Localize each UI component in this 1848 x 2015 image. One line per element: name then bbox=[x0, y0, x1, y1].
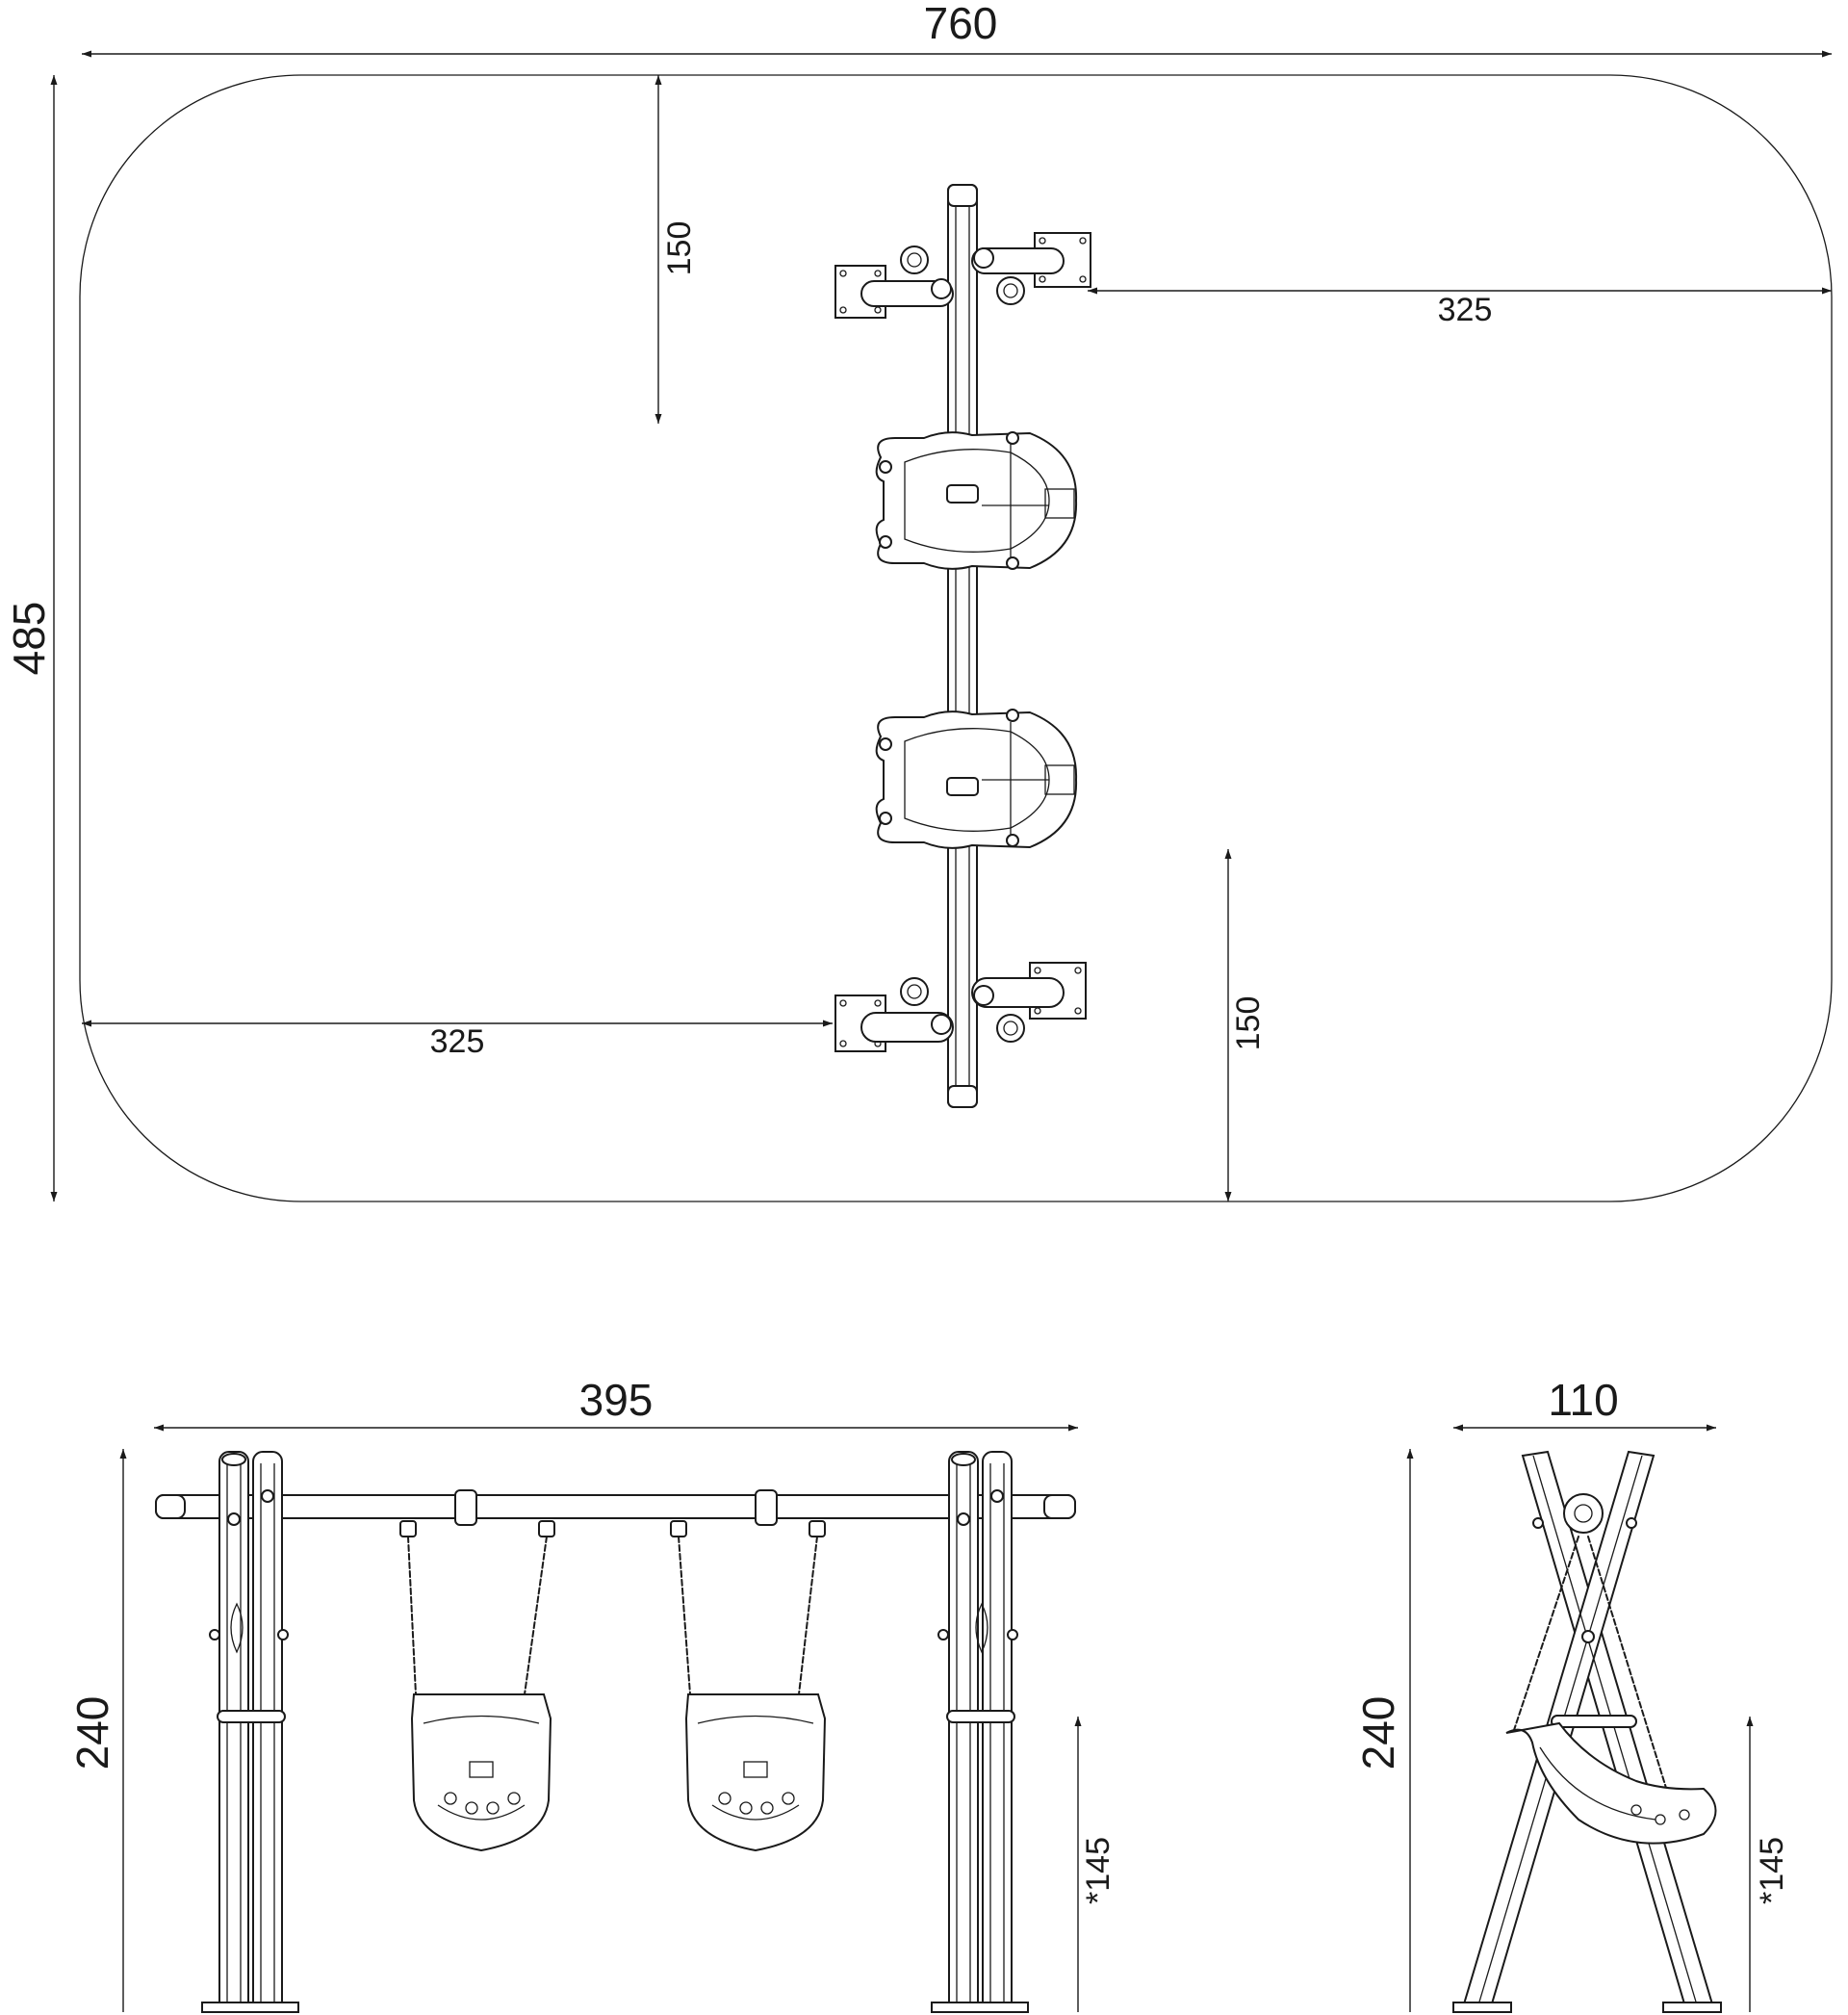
label-overall-depth: 485 bbox=[4, 602, 54, 676]
plan-baby-seat-2 bbox=[875, 709, 1078, 849]
label-front-seat-height: *145 bbox=[1080, 1837, 1116, 1904]
label-front-width: 395 bbox=[579, 1375, 654, 1425]
safety-zone-outline bbox=[79, 74, 1833, 1202]
front-view: 395 240 *145 bbox=[67, 1375, 1116, 2013]
plan-frame-top bbox=[834, 232, 1091, 319]
label-top-offset: 150 bbox=[661, 221, 698, 276]
label-front-height: 240 bbox=[67, 1696, 117, 1770]
plan-top-beam bbox=[947, 184, 978, 1108]
label-bottom-offset: 150 bbox=[1230, 996, 1267, 1051]
label-right-offset: 325 bbox=[1438, 292, 1493, 328]
front-right-legs bbox=[931, 1451, 1029, 2013]
front-baby-swing-2 bbox=[670, 1520, 827, 1852]
side-view: 110 240 *145 bbox=[1353, 1375, 1790, 2013]
label-left-offset: 325 bbox=[430, 1023, 485, 1060]
plan-baby-seat-1 bbox=[875, 431, 1078, 570]
side-a-frame-legs bbox=[1452, 1450, 1722, 2013]
label-overall-width: 760 bbox=[924, 0, 998, 48]
label-side-seat-height: *145 bbox=[1754, 1837, 1790, 1904]
plan-frame-bottom bbox=[834, 962, 1087, 1052]
plan-view: 760 485 150 325 325 150 bbox=[4, 0, 1833, 1202]
front-baby-swing-1 bbox=[399, 1520, 555, 1852]
front-left-legs bbox=[201, 1451, 299, 2013]
side-baby-swing bbox=[1505, 1536, 1717, 1845]
label-side-width: 110 bbox=[1548, 1375, 1618, 1425]
label-side-height: 240 bbox=[1353, 1696, 1403, 1770]
